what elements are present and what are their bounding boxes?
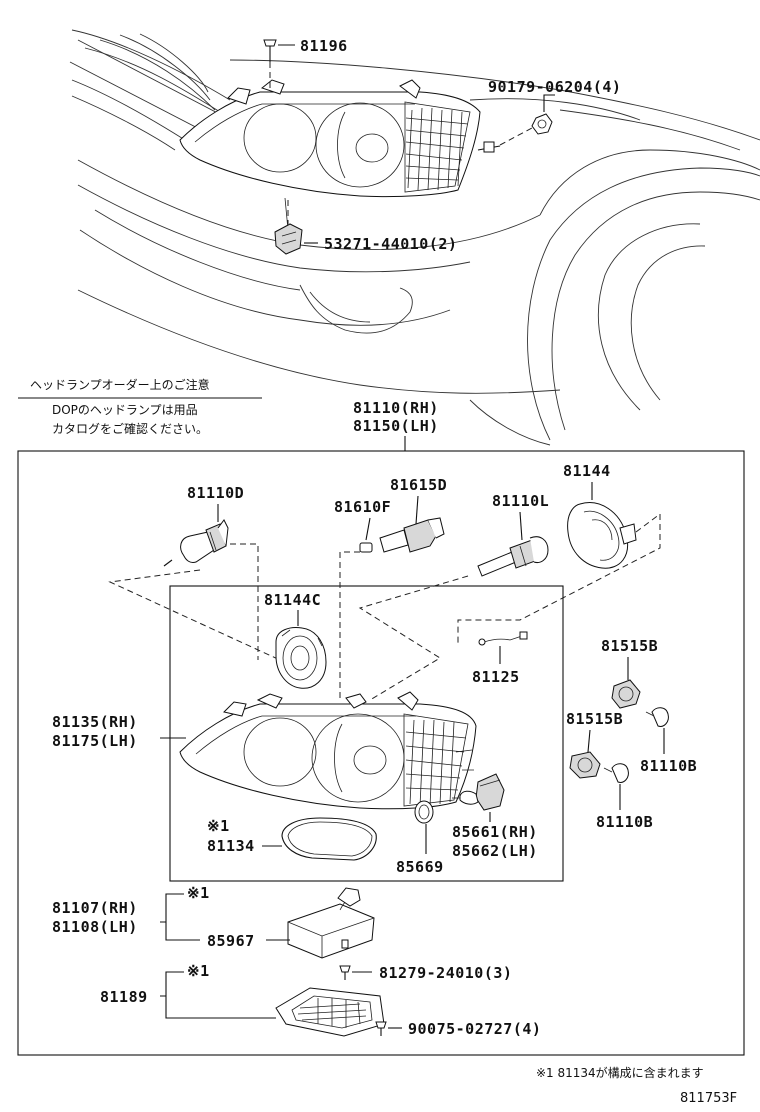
socket-81515b-upper: [611, 679, 641, 709]
label-81196: 81196: [300, 37, 348, 55]
label-81144c: 81144C: [264, 591, 321, 609]
label-81175-lh: 81175(LH): [52, 732, 138, 750]
label-81615d: 81615D: [390, 476, 447, 494]
label-85661-rh: 85661(RH): [452, 823, 538, 841]
label-81125: 81125: [472, 668, 520, 686]
notice-block: ヘッドランプオーダー上のご注意 DOPのヘッドランプは用品 カタログをご確認くだ…: [18, 377, 262, 436]
label-81134: 81134: [207, 837, 255, 855]
bulb-81110d: [163, 519, 229, 567]
notice-line-1: DOPのヘッドランプは用品: [52, 403, 198, 417]
label-81144: 81144: [563, 462, 611, 480]
label-81515b-2: 81515B: [566, 710, 623, 728]
label-81107-mark: ※1: [187, 884, 210, 902]
label-85662-lh: 85662(LH): [452, 842, 538, 860]
dashed-callouts: [108, 513, 661, 701]
cover-81144: [567, 502, 637, 569]
label-85669: 85669: [396, 858, 444, 876]
bulb-81110l: [477, 536, 549, 577]
nut-90179: [499, 113, 553, 146]
headlamp-housing: [179, 691, 477, 810]
bulb-85661: [452, 773, 505, 811]
socket-81515b-lower: [569, 751, 601, 779]
gasket-81134: [281, 817, 377, 861]
label-90075: 90075-02727(4): [408, 1020, 541, 1038]
label-81189: 81189: [100, 988, 148, 1006]
label-81110-rh: 81110(RH): [353, 399, 439, 417]
car-body-sketch: [69, 29, 760, 446]
screw-81279: [339, 965, 351, 980]
bolt-81196: [263, 39, 277, 88]
label-81135-rh: 81135(RH): [52, 713, 138, 731]
label-81189-mark: ※1: [187, 962, 210, 980]
screw-90075: [375, 1021, 387, 1036]
label-81110b-2: 81110B: [596, 813, 653, 831]
label-81150-lh: 81150(LH): [353, 417, 439, 435]
bulb-81615d: [379, 517, 445, 553]
label-81279: 81279-24010(3): [379, 964, 512, 982]
label-81110l: 81110L: [492, 492, 549, 510]
diagram-id: 811753F: [680, 1091, 737, 1106]
oring-85669: [414, 800, 434, 824]
footnote: ※1 81134が構成に含まれます: [536, 1065, 704, 1080]
housing-subframe: [169, 585, 564, 882]
label-81610f: 81610F: [334, 498, 391, 516]
notice-title: ヘッドランプオーダー上のご注意: [30, 377, 210, 392]
label-81108-lh: 81108(LH): [52, 918, 138, 936]
bulb-81110b-lower: [603, 763, 629, 783]
ballast-85967: [287, 887, 375, 959]
cap-81144c: [275, 627, 327, 689]
sleeve-81610f: [359, 542, 373, 553]
label-81110b-1: 81110B: [640, 757, 697, 775]
label-53271: 53271-44010(2): [324, 235, 457, 253]
wire-81125: [478, 631, 528, 646]
assembly-frame: [17, 450, 745, 1056]
cover-81189: [275, 987, 385, 1037]
label-81134-mark: ※1: [207, 817, 230, 835]
bulb-81110b-upper: [645, 707, 669, 727]
label-81110d: 81110D: [187, 484, 244, 502]
label-81515b-1: 81515B: [601, 637, 658, 655]
label-81107-rh: 81107(RH): [52, 899, 138, 917]
label-90179: 90179-06204(4): [488, 78, 621, 96]
notice-line-2: カタログをご確認ください。: [52, 421, 208, 436]
label-85967: 85967: [207, 932, 255, 950]
headlamp-mounted: [179, 79, 501, 231]
clip-53271: [274, 200, 303, 255]
